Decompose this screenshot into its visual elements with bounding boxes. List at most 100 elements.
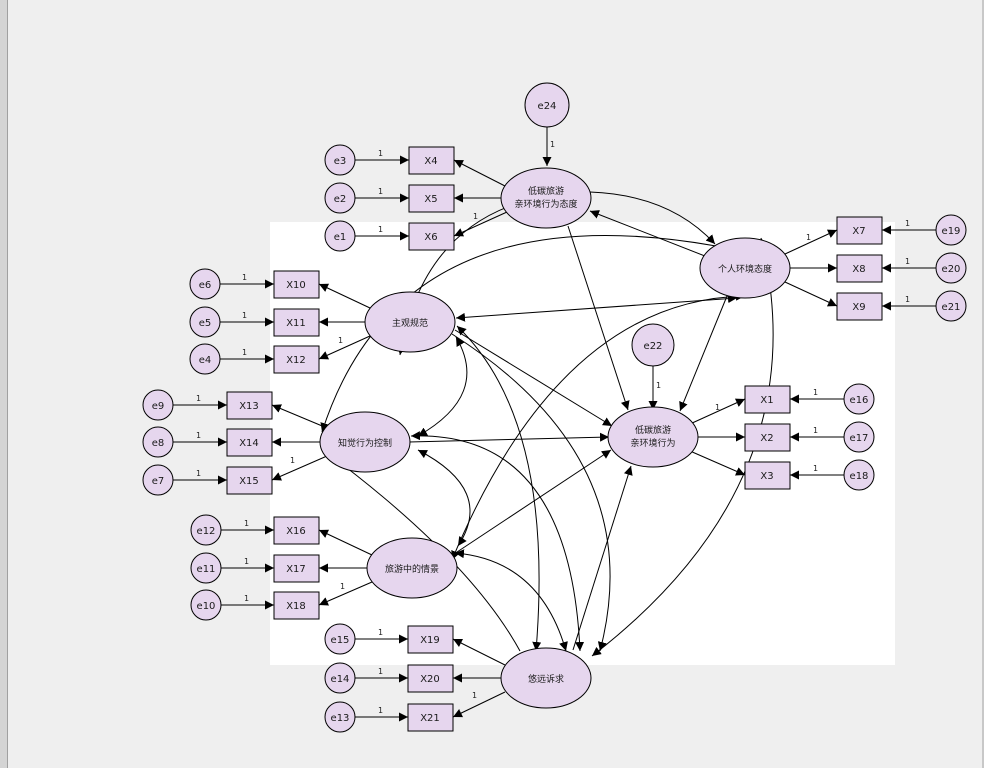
path-pers-x9	[784, 281, 838, 307]
path-pbc-beh	[408, 432, 610, 443]
svg-text:e11: e11	[197, 564, 216, 575]
error-e14[interactable]: e14	[324, 662, 356, 694]
cov-pers-pbc	[320, 235, 717, 433]
indicator-x18[interactable]: X18	[273, 591, 320, 620]
indicator-x15[interactable]: X15	[226, 466, 273, 495]
weight-label: 1	[244, 557, 249, 566]
error-e19[interactable]: e19	[935, 214, 967, 246]
svg-text:e17: e17	[850, 433, 869, 444]
weight-label: 1	[378, 628, 383, 637]
indicator-x7[interactable]: X7	[836, 216, 883, 245]
latent-travel-situation[interactable]: 旅游中的情景	[366, 537, 458, 599]
error-e22[interactable]: e22	[631, 323, 675, 367]
indicator-x10[interactable]: X10	[273, 270, 320, 299]
latent-perceived-control[interactable]: 知觉行为控制	[319, 411, 411, 473]
error-e21[interactable]: e21	[935, 290, 967, 322]
weight-label: 1	[242, 311, 247, 320]
indicator-x16[interactable]: X16	[273, 516, 320, 545]
error-e11[interactable]: e11	[190, 552, 222, 584]
weight-label: 1	[813, 426, 818, 435]
indicator-x19[interactable]: X19	[407, 625, 454, 654]
svg-text:X1: X1	[760, 395, 773, 406]
svg-text:X4: X4	[424, 156, 437, 167]
svg-text:X20: X20	[420, 674, 440, 685]
indicator-x21[interactable]: X21	[407, 703, 454, 732]
error-e12[interactable]: e12	[190, 514, 222, 546]
weight-label: 1	[550, 140, 555, 149]
error-e10[interactable]: e10	[190, 589, 222, 621]
indicator-x9[interactable]: X9	[836, 292, 883, 321]
latent-personal-env-attitude[interactable]: 个人环境态度	[699, 237, 791, 299]
weight-label: 1	[905, 257, 910, 266]
indicator-x12[interactable]: X12	[273, 345, 320, 374]
indicator-x4[interactable]: X4	[408, 146, 455, 175]
error-e8[interactable]: e8	[142, 426, 174, 458]
indicator-x13[interactable]: X13	[226, 391, 273, 420]
error-e6[interactable]: e6	[189, 268, 221, 300]
error-e15[interactable]: e15	[324, 623, 356, 655]
svg-text:知觉行为控制: 知觉行为控制	[338, 437, 392, 449]
error-e3[interactable]: e3	[324, 144, 356, 176]
indicator-x2[interactable]: X2	[744, 423, 791, 452]
error-e2[interactable]: e2	[324, 182, 356, 214]
indicator-x14[interactable]: X14	[226, 428, 273, 457]
svg-text:X18: X18	[286, 601, 306, 612]
error-e1[interactable]: e1	[324, 220, 356, 252]
weight-label: 1	[813, 388, 818, 397]
indicator-x17[interactable]: X17	[273, 554, 320, 583]
error-e4[interactable]: e4	[189, 343, 221, 375]
latent-appeal[interactable]: 悠远诉求	[500, 647, 592, 709]
indicator-x6[interactable]: X6	[408, 222, 455, 251]
svg-text:e7: e7	[152, 476, 165, 487]
cov-sit-app	[454, 549, 568, 652]
path-att-pers	[589, 191, 716, 245]
weight-label: 1	[806, 233, 811, 242]
svg-text:e19: e19	[942, 226, 961, 237]
latent-subjective-norm[interactable]: 主观规范	[364, 291, 456, 353]
error-e13[interactable]: e13	[324, 701, 356, 733]
error-e16[interactable]: e16	[843, 383, 875, 415]
indicator-x3[interactable]: X3	[744, 461, 791, 490]
error-e7[interactable]: e7	[142, 464, 174, 496]
error-e20[interactable]: e20	[935, 252, 967, 284]
indicator-x1[interactable]: X1	[744, 385, 791, 414]
weight-label: 1	[905, 295, 910, 304]
svg-text:e20: e20	[942, 264, 961, 275]
weight-label: 1	[378, 225, 383, 234]
error-e18[interactable]: e18	[843, 459, 875, 491]
indicator-x11[interactable]: X11	[273, 308, 320, 337]
svg-text:e4: e4	[199, 355, 212, 366]
cov-pers-sit	[451, 291, 746, 561]
error-e5[interactable]: e5	[189, 306, 221, 338]
path-sit-x18	[318, 581, 373, 606]
latent-behavior[interactable]: 低碳旅游 亲环境行为	[607, 406, 699, 468]
cov-sn-app	[456, 325, 542, 652]
indicator-x8[interactable]: X8	[836, 254, 883, 283]
svg-text:X6: X6	[424, 232, 437, 243]
svg-text:X11: X11	[286, 318, 306, 329]
weight-label: 1	[378, 187, 383, 196]
svg-text:e5: e5	[199, 318, 212, 329]
svg-text:旅游中的情景: 旅游中的情景	[385, 563, 439, 575]
weight-label: 1	[196, 394, 201, 403]
error-e17[interactable]: e17	[843, 421, 875, 453]
svg-text:e12: e12	[197, 526, 216, 537]
svg-text:e13: e13	[331, 713, 350, 724]
error-terms: e24 e22 e3 e2 e1 e6 e5 e4 e9 e8 e7 e12 e…	[142, 82, 967, 733]
svg-text:X9: X9	[852, 302, 865, 313]
error-e24[interactable]: e24	[524, 82, 570, 128]
svg-text:X15: X15	[239, 476, 259, 487]
weight-label: 1	[813, 464, 818, 473]
path-sn-x10	[318, 283, 371, 309]
indicator-x5[interactable]: X5	[408, 184, 455, 213]
latent-attitude[interactable]: 低碳旅游 亲环境行为态度	[500, 167, 592, 229]
svg-text:X19: X19	[420, 635, 440, 646]
path-app-x19	[452, 638, 506, 666]
svg-text:e3: e3	[334, 156, 347, 167]
weight-label: 1	[715, 403, 720, 412]
svg-text:X5: X5	[424, 194, 437, 205]
indicator-x20[interactable]: X20	[407, 664, 454, 693]
path-app-x21	[452, 691, 506, 718]
error-e9[interactable]: e9	[142, 389, 174, 421]
